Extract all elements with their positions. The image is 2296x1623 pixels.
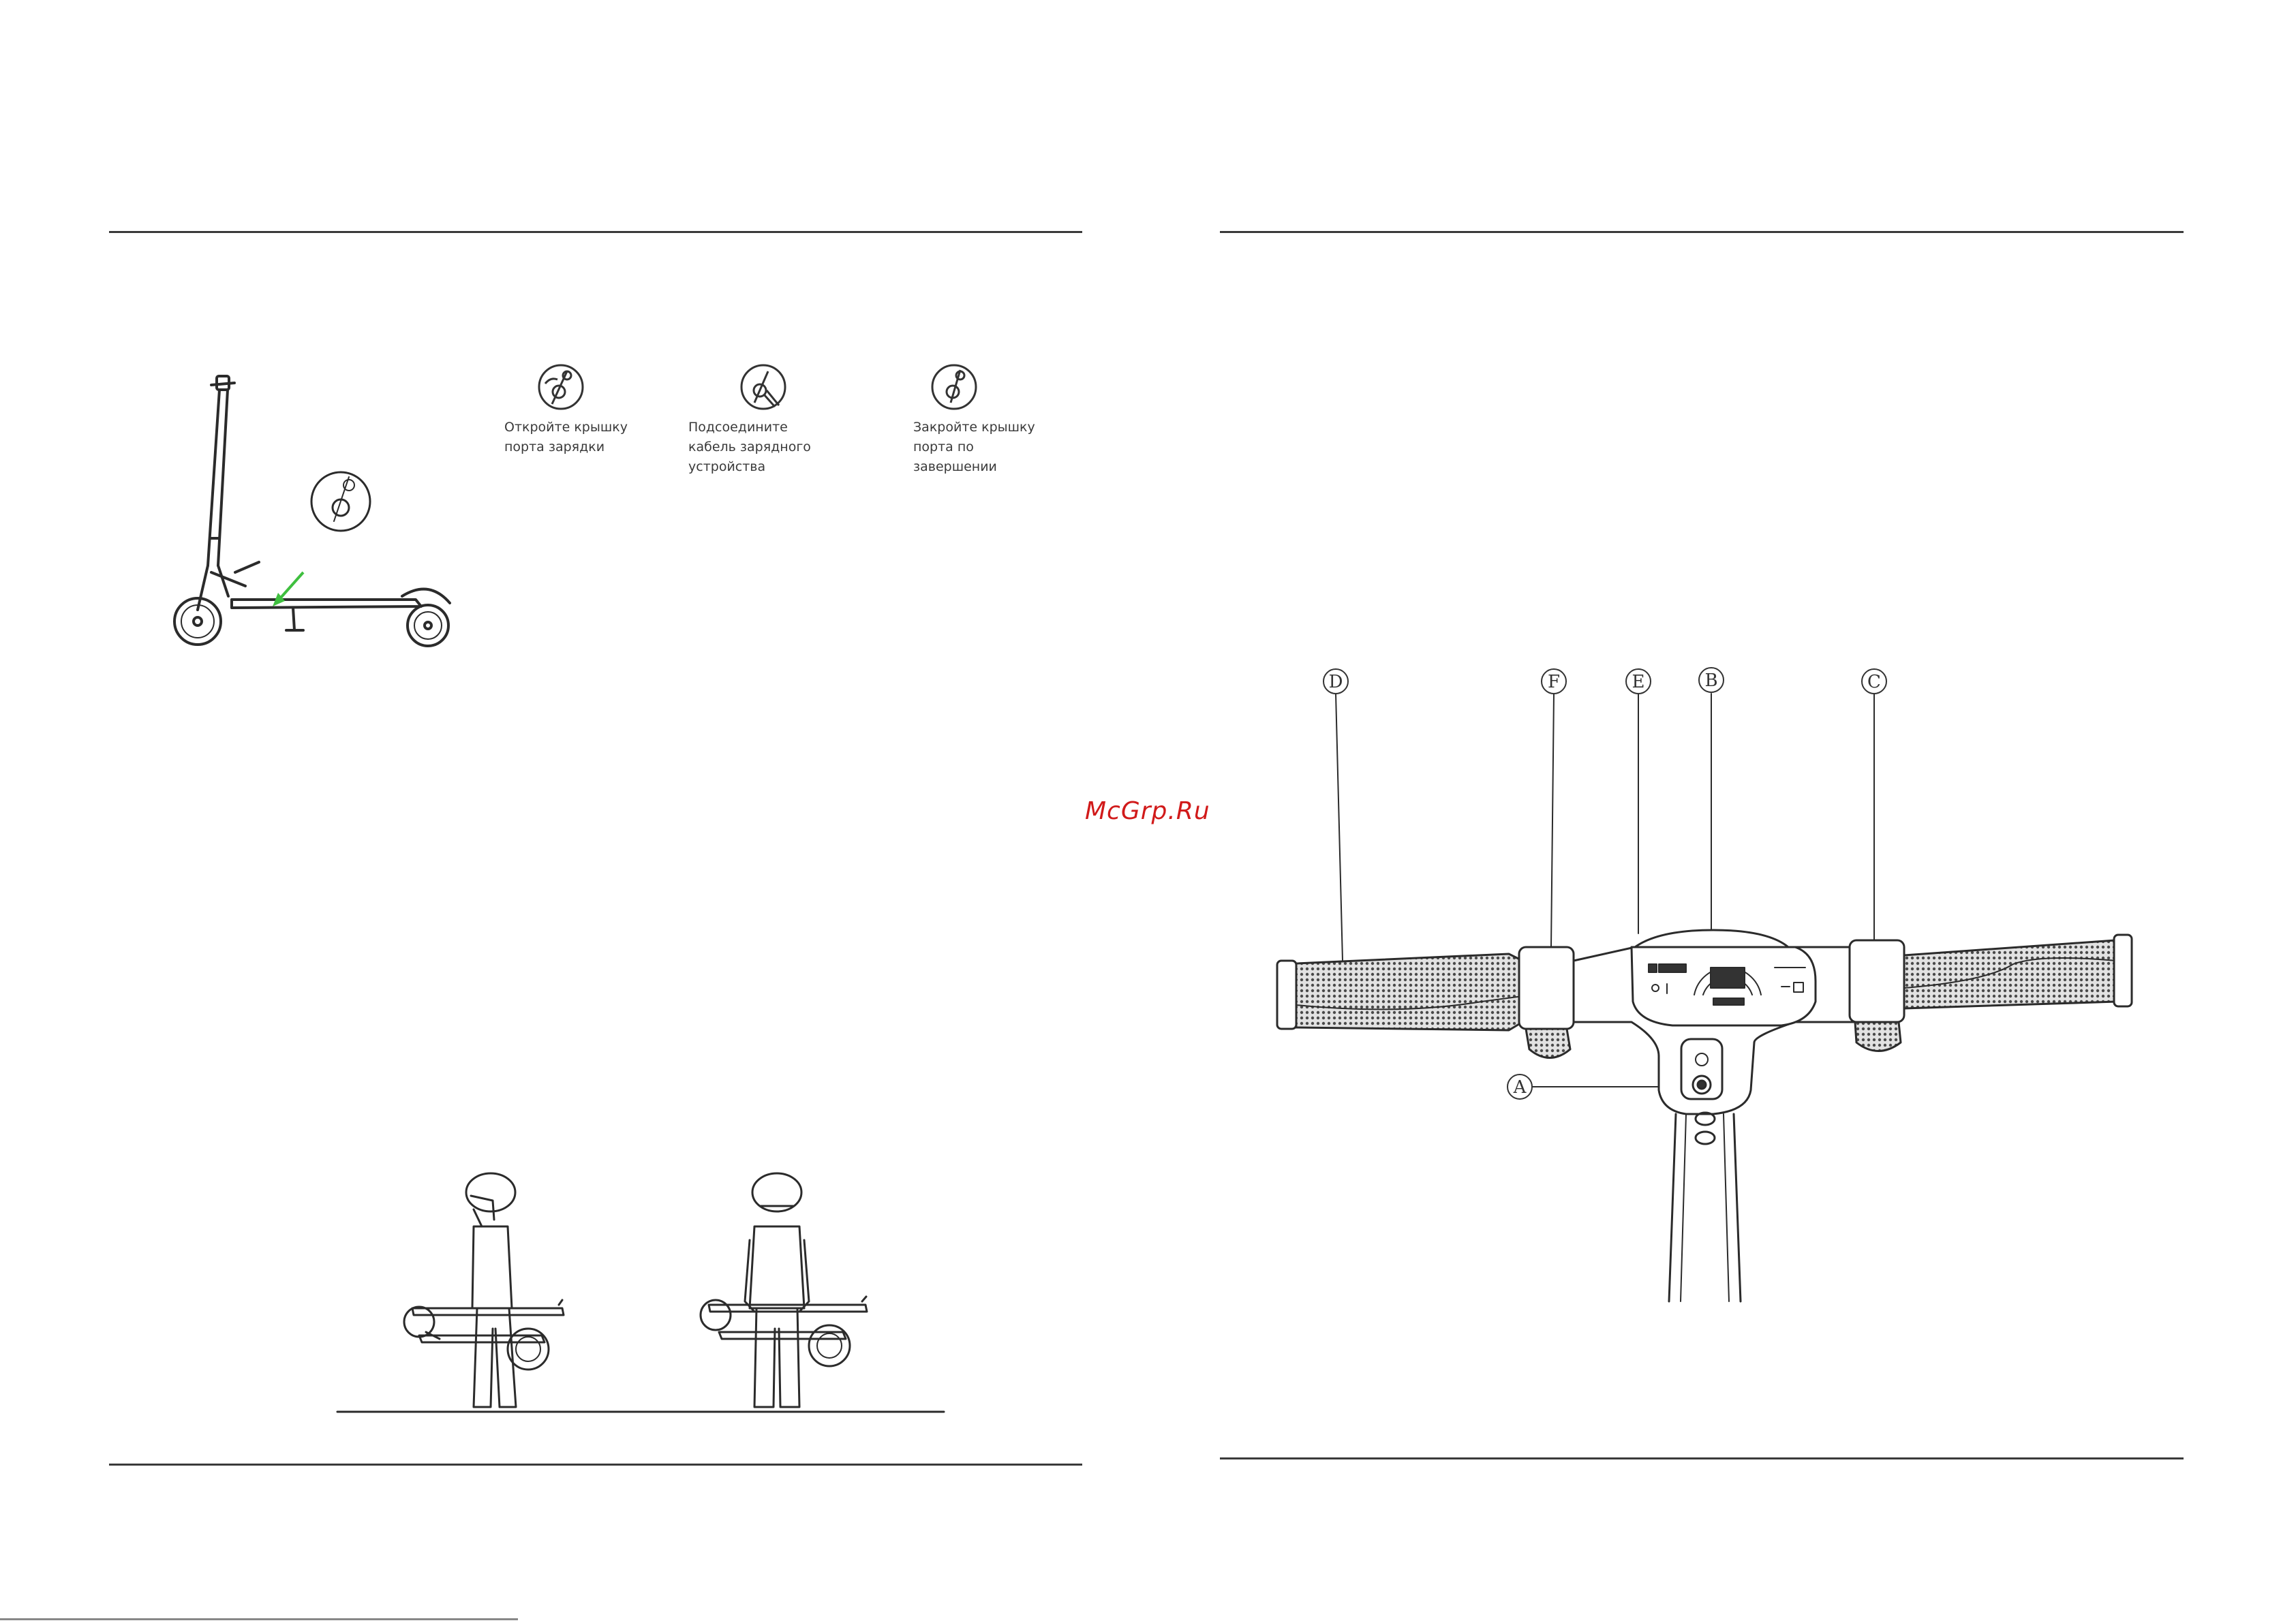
svg-text:B: B — [1704, 670, 1717, 691]
charging-port-close-icon — [930, 363, 978, 411]
svg-text:A: A — [1513, 1077, 1527, 1098]
step-2-label: Подсоедините кабель зарядного устройства — [688, 418, 859, 477]
carrying-scooter-illustration — [337, 1172, 951, 1417]
callout-d: D — [1323, 669, 1348, 694]
callout-b: B — [1699, 668, 1724, 692]
svg-text:D: D — [1329, 672, 1343, 692]
step-1-label: Откройте крышку порта зарядки — [504, 418, 675, 457]
charger-plug-icon — [739, 363, 787, 411]
left-page: Откройте крышку порта зарядки Подсоедини… — [0, 0, 1148, 1623]
svg-text:E: E — [1632, 672, 1645, 692]
watermark: McGrp.Ru — [1085, 797, 1210, 825]
charging-port-open-icon — [537, 363, 585, 411]
scooter-side-illustration — [170, 368, 463, 654]
right-page: D F E B C A — [1148, 0, 2296, 1623]
top-rule-left — [109, 231, 1082, 233]
svg-text:F: F — [1548, 672, 1560, 692]
bottom-rule-right — [1220, 1457, 2184, 1459]
callout-a: A — [1507, 1075, 1532, 1099]
callout-c: C — [1862, 669, 1886, 694]
handlebar-diagram: D F E B C A — [1277, 661, 2136, 1301]
svg-text:C: C — [1867, 672, 1881, 692]
scan-edge-line — [0, 1618, 518, 1620]
top-rule-right — [1220, 231, 2184, 233]
callout-e: E — [1626, 669, 1651, 694]
bottom-rule-left — [109, 1464, 1082, 1466]
step-3-label: Закройте крышку порта по завершении — [913, 418, 1084, 477]
callout-f: F — [1542, 669, 1566, 694]
